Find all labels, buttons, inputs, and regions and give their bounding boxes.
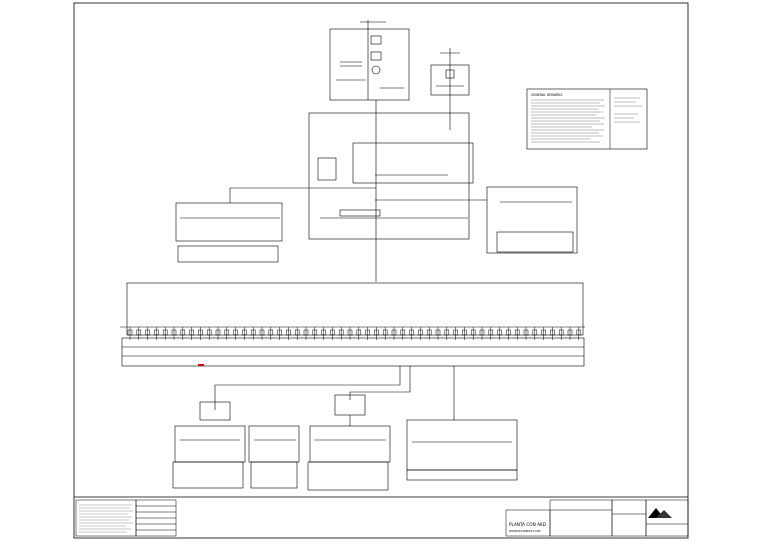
breaker	[470, 329, 476, 336]
breaker	[523, 329, 529, 336]
breaker	[356, 329, 362, 336]
breaker	[567, 329, 573, 336]
breaker	[180, 329, 186, 336]
main-switchboard	[305, 100, 474, 282]
subboard-3	[406, 419, 518, 481]
breaker	[418, 329, 423, 336]
breaker	[444, 329, 450, 336]
general-remarks-title: GENERAL REMARKS	[531, 93, 562, 97]
breaker	[250, 329, 256, 336]
breaker	[576, 329, 582, 336]
breaker	[506, 329, 511, 336]
breaker	[242, 329, 247, 336]
breaker	[453, 329, 458, 336]
breaker	[154, 329, 159, 336]
breaker	[558, 329, 564, 336]
breaker	[277, 329, 282, 336]
breaker	[338, 329, 344, 336]
breaker	[215, 329, 221, 336]
breaker	[391, 329, 397, 336]
breaker	[171, 329, 177, 336]
distribution-breakers	[127, 327, 582, 340]
breaker	[303, 329, 309, 336]
breaker	[268, 329, 274, 336]
breaker	[224, 329, 230, 336]
breaker	[162, 329, 168, 336]
breaker	[409, 329, 414, 336]
company-logo	[648, 508, 672, 518]
right-subpanel	[470, 186, 578, 254]
subboard-1	[172, 401, 300, 489]
breaker	[550, 329, 555, 336]
breaker	[312, 329, 318, 336]
brand-name: PLANTA CON AKD	[509, 522, 546, 527]
subboard-2	[307, 394, 391, 491]
distribution-board	[120, 282, 585, 367]
utility-service-box	[329, 20, 410, 101]
breaker	[330, 329, 335, 336]
breaker	[435, 329, 441, 336]
breaker	[400, 329, 406, 336]
breaker	[462, 329, 467, 336]
breaker	[259, 329, 265, 336]
red-marker	[198, 364, 204, 366]
breaker	[514, 329, 520, 336]
title-block-notes	[79, 504, 133, 533]
breaker	[365, 329, 370, 336]
generator-box	[430, 48, 470, 112]
breaker	[541, 329, 546, 336]
breaker	[189, 329, 194, 336]
sheet-border	[73, 2, 689, 539]
breaker	[233, 329, 238, 336]
breaker	[488, 329, 494, 336]
title-block	[75, 499, 689, 537]
breaker	[286, 329, 291, 336]
general-remarks-box: GENERAL REMARKS	[526, 88, 648, 150]
breaker	[374, 329, 379, 336]
breaker	[198, 329, 203, 336]
breaker	[145, 329, 150, 336]
breaker	[532, 329, 538, 336]
breaker	[479, 329, 485, 336]
breaker	[206, 329, 212, 336]
breaker	[347, 329, 353, 336]
breaker	[426, 329, 432, 336]
breaker	[382, 329, 388, 336]
breaker	[127, 329, 133, 336]
breaker	[294, 329, 300, 336]
website: WWW.EXAMPLE.COM	[509, 529, 541, 533]
left-subpanel	[175, 187, 305, 263]
feeder-lines	[214, 366, 455, 420]
breaker	[497, 329, 502, 336]
breaker	[321, 329, 326, 336]
breaker	[136, 329, 142, 336]
